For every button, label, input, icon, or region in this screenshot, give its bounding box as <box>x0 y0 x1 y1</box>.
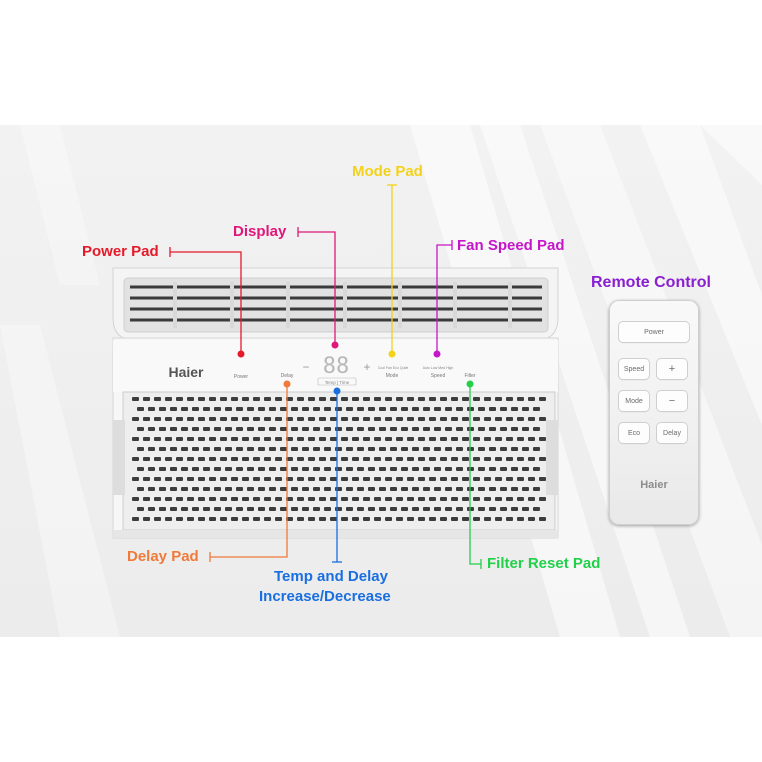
mode-label: Mode <box>386 373 399 379</box>
display-dot <box>331 341 339 349</box>
temp-timer-label: Temp | Time <box>325 380 350 385</box>
callout-fan-speed-pad: Fan Speed Pad <box>457 237 565 254</box>
callout-display: Display <box>233 223 287 240</box>
remote-control: Power Speed + Mode − Eco Delay Haier <box>609 300 699 525</box>
fan-speed-pad-dot <box>433 350 441 358</box>
delay-label: Delay <box>281 373 294 379</box>
mode-pad-dot <box>388 350 396 358</box>
filter-label: Filter <box>464 373 475 379</box>
remote-plus-button[interactable]: + <box>657 359 687 379</box>
remote-delay-button[interactable]: Delay <box>657 423 687 443</box>
remote-eco-button[interactable]: Eco <box>619 423 649 443</box>
callout-temp-delay-line2: Increase/Decrease <box>259 588 391 605</box>
remote-speed-button[interactable]: Speed <box>619 359 649 379</box>
filter-reset-pad-dot <box>466 380 474 388</box>
plus-key[interactable]: + <box>363 360 370 374</box>
ac-brand-logo: Haier <box>168 364 204 380</box>
temp-delay-dot <box>333 387 341 395</box>
power-pad-dot <box>237 350 245 358</box>
remote-mode-button[interactable]: Mode <box>619 391 649 411</box>
minus-key[interactable]: − <box>302 360 309 374</box>
remote-power-button[interactable]: Power <box>619 322 689 342</box>
mode-options: Cool Fan Eco Quiet <box>378 366 409 370</box>
remote-control-title: Remote Control <box>591 274 711 291</box>
callout-delay-pad: Delay Pad <box>127 548 199 565</box>
remote-brand-logo: Haier <box>640 479 668 491</box>
callout-mode-pad: Mode Pad <box>352 163 423 180</box>
callout-filter-reset-pad: Filter Reset Pad <box>487 555 601 572</box>
speed-label: Speed <box>431 373 446 379</box>
speed-options: Auto Low Med High <box>423 366 454 370</box>
callout-temp-delay-line1: Temp and Delay <box>274 568 388 585</box>
delay-pad-dot <box>283 380 291 388</box>
power-label: Power <box>234 374 249 380</box>
callout-power-pad: Power Pad <box>82 243 159 260</box>
display-digits: 88 <box>323 354 350 379</box>
remote-minus-button[interactable]: − <box>657 391 687 411</box>
